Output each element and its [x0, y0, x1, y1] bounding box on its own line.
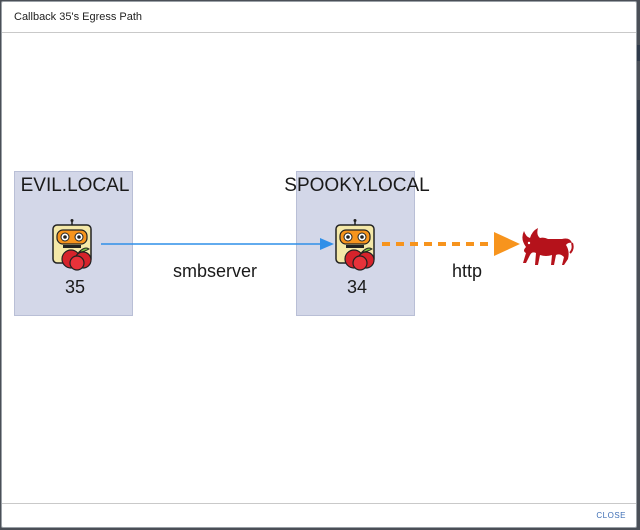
background-app-strip — [636, 45, 640, 61]
dialog-header: Callback 35's Egress Path — [2, 2, 636, 33]
callback-id-label: 34 — [346, 277, 368, 297]
edge-arrowhead — [320, 238, 334, 250]
host-label: EVIL.LOCAL — [20, 175, 130, 196]
background-app-strip — [636, 100, 640, 160]
close-button[interactable]: CLOSE — [596, 511, 626, 520]
agent-robot-icon[interactable] — [49, 219, 99, 271]
host-label: SPOOKY.LOCAL — [284, 175, 430, 196]
dialog-title: Callback 35's Egress Path — [14, 11, 143, 23]
edge-layer — [101, 232, 520, 256]
callback-id-label: 35 — [64, 277, 86, 297]
red-lion-icon[interactable] — [516, 223, 574, 269]
dialog-footer: CLOSE — [2, 503, 636, 527]
edge-arrowhead — [494, 232, 520, 256]
edge-label-smbserver: smbserver — [172, 261, 258, 281]
edge-label-http: http — [451, 261, 483, 281]
agent-robot-icon[interactable] — [332, 219, 382, 271]
egress-graph: EVIL.LOCAL SPOOKY.LOCAL 35 — [2, 33, 636, 505]
